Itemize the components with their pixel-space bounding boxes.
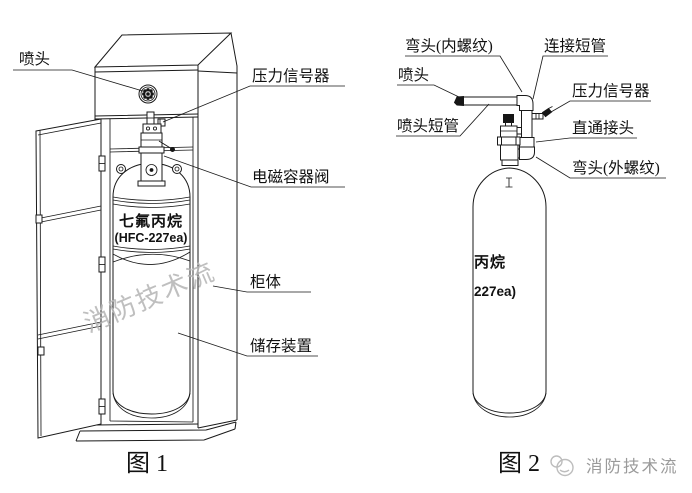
label-elbow-external: 弯头(外螺纹)	[572, 159, 660, 177]
cabinet-base	[75, 421, 237, 442]
solenoid-valve-icon	[137, 111, 175, 187]
cylinder2-agent-code: 227ea)	[474, 284, 516, 299]
container-valve-fig2	[497, 114, 522, 166]
label-connecting-pipe: 连接短管	[544, 37, 606, 55]
cylinder-figure1: 七氟丙烷 (HFC-227ea)	[112, 162, 191, 419]
door-handle-lower	[37, 346, 45, 356]
label-storage-device: 储存装置	[250, 337, 312, 355]
figure2-caption: 图 2	[498, 451, 540, 477]
connecting-short-pipe	[521, 110, 533, 138]
figure1-leader-lines	[13, 69, 345, 357]
label-pressure-signal-fig1: 压力信号器	[252, 67, 330, 85]
label-nozzle-fig1: 喷头	[19, 50, 50, 68]
label-cabinet-body: 柜体	[250, 273, 282, 291]
brand-name: 消防技术流	[586, 457, 679, 476]
cabinet-door	[35, 118, 106, 439]
straight-connector-icon	[519, 137, 535, 148]
figure1-cabinet-drawing: 七氟丙烷 (HFC-227ea)	[13, 32, 345, 477]
cylinder1-agent-name: 七氟丙烷	[119, 212, 183, 230]
figure2-cylinder-drawing: 丙烷 227ea)	[396, 37, 679, 477]
label-elbow-internal: 弯头(内螺纹)	[405, 37, 493, 55]
nozzle-tip-icon	[453, 95, 464, 107]
label-nozzle-short-pipe: 喷头短管	[397, 117, 459, 135]
elbow-external-icon	[519, 146, 535, 160]
label-pressure-signal-fig2: 压力信号器	[572, 82, 650, 100]
door-hinges	[98, 155, 106, 415]
cylinder2-agent-name: 丙烷	[474, 253, 506, 271]
nozzle-short-pipe	[462, 96, 520, 106]
brand-logo-icon	[550, 455, 574, 477]
nozzle-icon	[138, 84, 158, 104]
figure1-caption: 图 1	[126, 451, 168, 477]
door-handle-upper	[35, 214, 43, 224]
cylinder-figure2: 丙烷 227ea)	[472, 167, 547, 418]
pressure-signal-icon	[531, 106, 553, 120]
cylinder1-agent-code: (HFC-227ea)	[115, 231, 188, 245]
label-nozzle-fig2: 喷头	[398, 66, 429, 84]
elbow-internal-icon	[516, 95, 534, 111]
label-straight-connector: 直通接头	[572, 119, 634, 137]
valve-piping-assembly	[453, 95, 553, 166]
label-solenoid-valve: 电磁容器阀	[252, 168, 330, 186]
figure2-leader-lines	[396, 55, 666, 179]
